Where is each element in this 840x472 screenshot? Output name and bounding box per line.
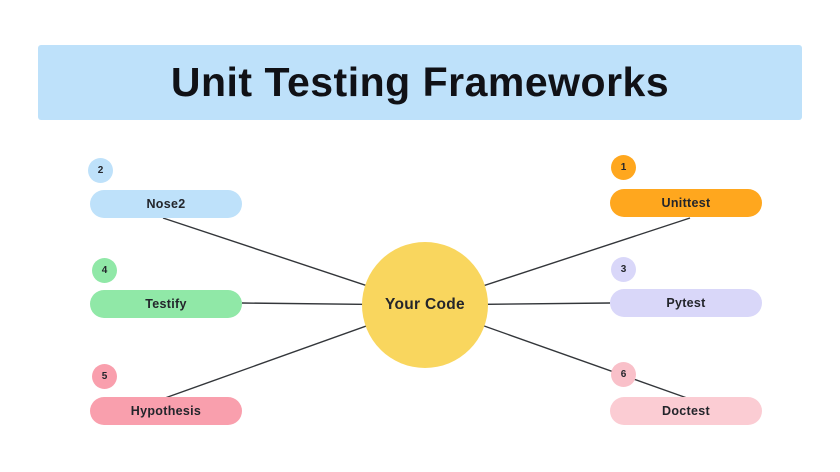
badge-number: 4 bbox=[101, 265, 108, 276]
node-pytest: Pytest bbox=[610, 289, 762, 317]
center-node-label: Your Code bbox=[385, 296, 465, 313]
node-testify: Testify bbox=[90, 290, 242, 318]
node-nose2: Nose2 bbox=[90, 190, 242, 218]
node-unittest: Unittest bbox=[610, 189, 762, 217]
badge-number: 2 bbox=[97, 165, 104, 176]
badge-nose2: 2 bbox=[88, 158, 113, 183]
badge-number: 6 bbox=[620, 369, 627, 380]
node-label: Doctest bbox=[662, 404, 710, 418]
node-doctest: Doctest bbox=[610, 397, 762, 425]
node-label: Nose2 bbox=[146, 197, 186, 211]
node-label: Hypothesis bbox=[130, 404, 202, 418]
node-label: Pytest bbox=[666, 296, 706, 310]
badge-testify: 4 bbox=[92, 258, 117, 283]
badge-unittest: 1 bbox=[611, 155, 636, 180]
badge-number: 5 bbox=[101, 371, 108, 382]
badge-pytest: 3 bbox=[611, 257, 636, 282]
node-label: Testify bbox=[145, 297, 187, 311]
node-label: Unittest bbox=[661, 196, 711, 210]
node-hypothesis: Hypothesis bbox=[90, 397, 242, 425]
badge-doctest: 6 bbox=[611, 362, 636, 387]
center-node-your-code: Your Code bbox=[362, 242, 488, 368]
page-title: Unit Testing Frameworks bbox=[170, 59, 670, 105]
badge-hypothesis: 5 bbox=[92, 364, 117, 389]
badge-number: 3 bbox=[620, 264, 627, 275]
badge-number: 1 bbox=[620, 162, 627, 173]
title-banner: Unit Testing Frameworks bbox=[38, 45, 802, 120]
